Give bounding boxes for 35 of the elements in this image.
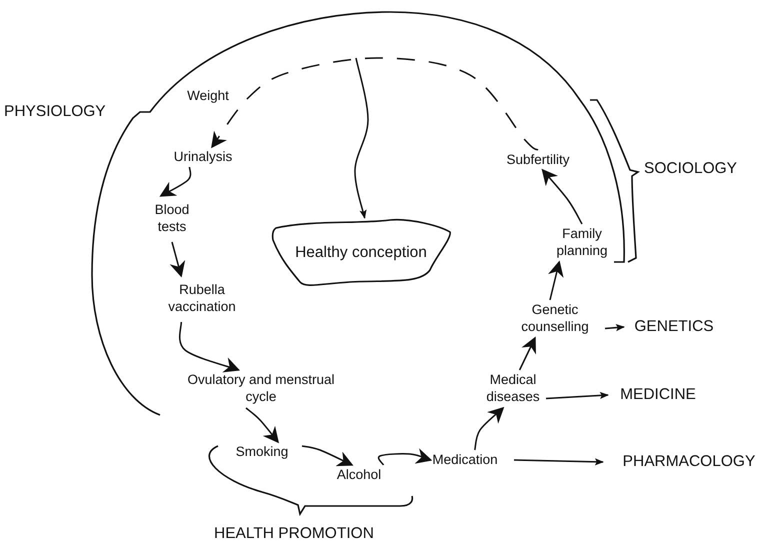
step-label: Urinalysis: [174, 148, 232, 166]
arrow: [159, 166, 192, 197]
outcome-label: Healthy conception: [295, 243, 427, 263]
step-label: Genetic counselling: [520, 302, 590, 336]
step-label: Medical diseases: [485, 372, 541, 406]
discipline-label: MEDICINE: [620, 385, 696, 405]
arrow: [302, 445, 354, 466]
arrow: [604, 324, 625, 332]
arrow: [542, 168, 583, 224]
arrow: [178, 322, 240, 373]
arrow: [170, 242, 186, 278]
step-label: Subfertility: [506, 152, 570, 168]
step-label: Family planning: [555, 226, 609, 260]
arrow: [546, 392, 609, 400]
arrow: [246, 407, 279, 444]
step-label: Alcohol: [336, 466, 382, 484]
step-label: Weight: [187, 88, 229, 104]
discipline-label: HEALTH PROMOTION: [214, 525, 374, 543]
discipline-label: GENETICS: [634, 317, 714, 337]
step-label: Medication: [432, 452, 498, 468]
arrow: [518, 336, 536, 370]
arrow: [474, 406, 504, 450]
discipline-label: PHYSIOLOGY: [4, 103, 106, 121]
discipline-label: SOCIOLOGY: [644, 160, 738, 178]
step-label: Blood tests: [154, 202, 190, 236]
arrow: [354, 58, 369, 219]
step-label: Ovulatory and menstrual cycle: [186, 372, 336, 406]
step-label: Smoking: [236, 444, 288, 460]
arrow: [378, 448, 432, 466]
discipline-label: PHARMACOLOGY: [622, 452, 756, 472]
outcome-shape: [270, 218, 452, 288]
arrow: [514, 458, 604, 466]
arrow: [548, 260, 564, 300]
step-label: Rubella vaccination: [167, 282, 237, 316]
arrow: [211, 57, 538, 151]
